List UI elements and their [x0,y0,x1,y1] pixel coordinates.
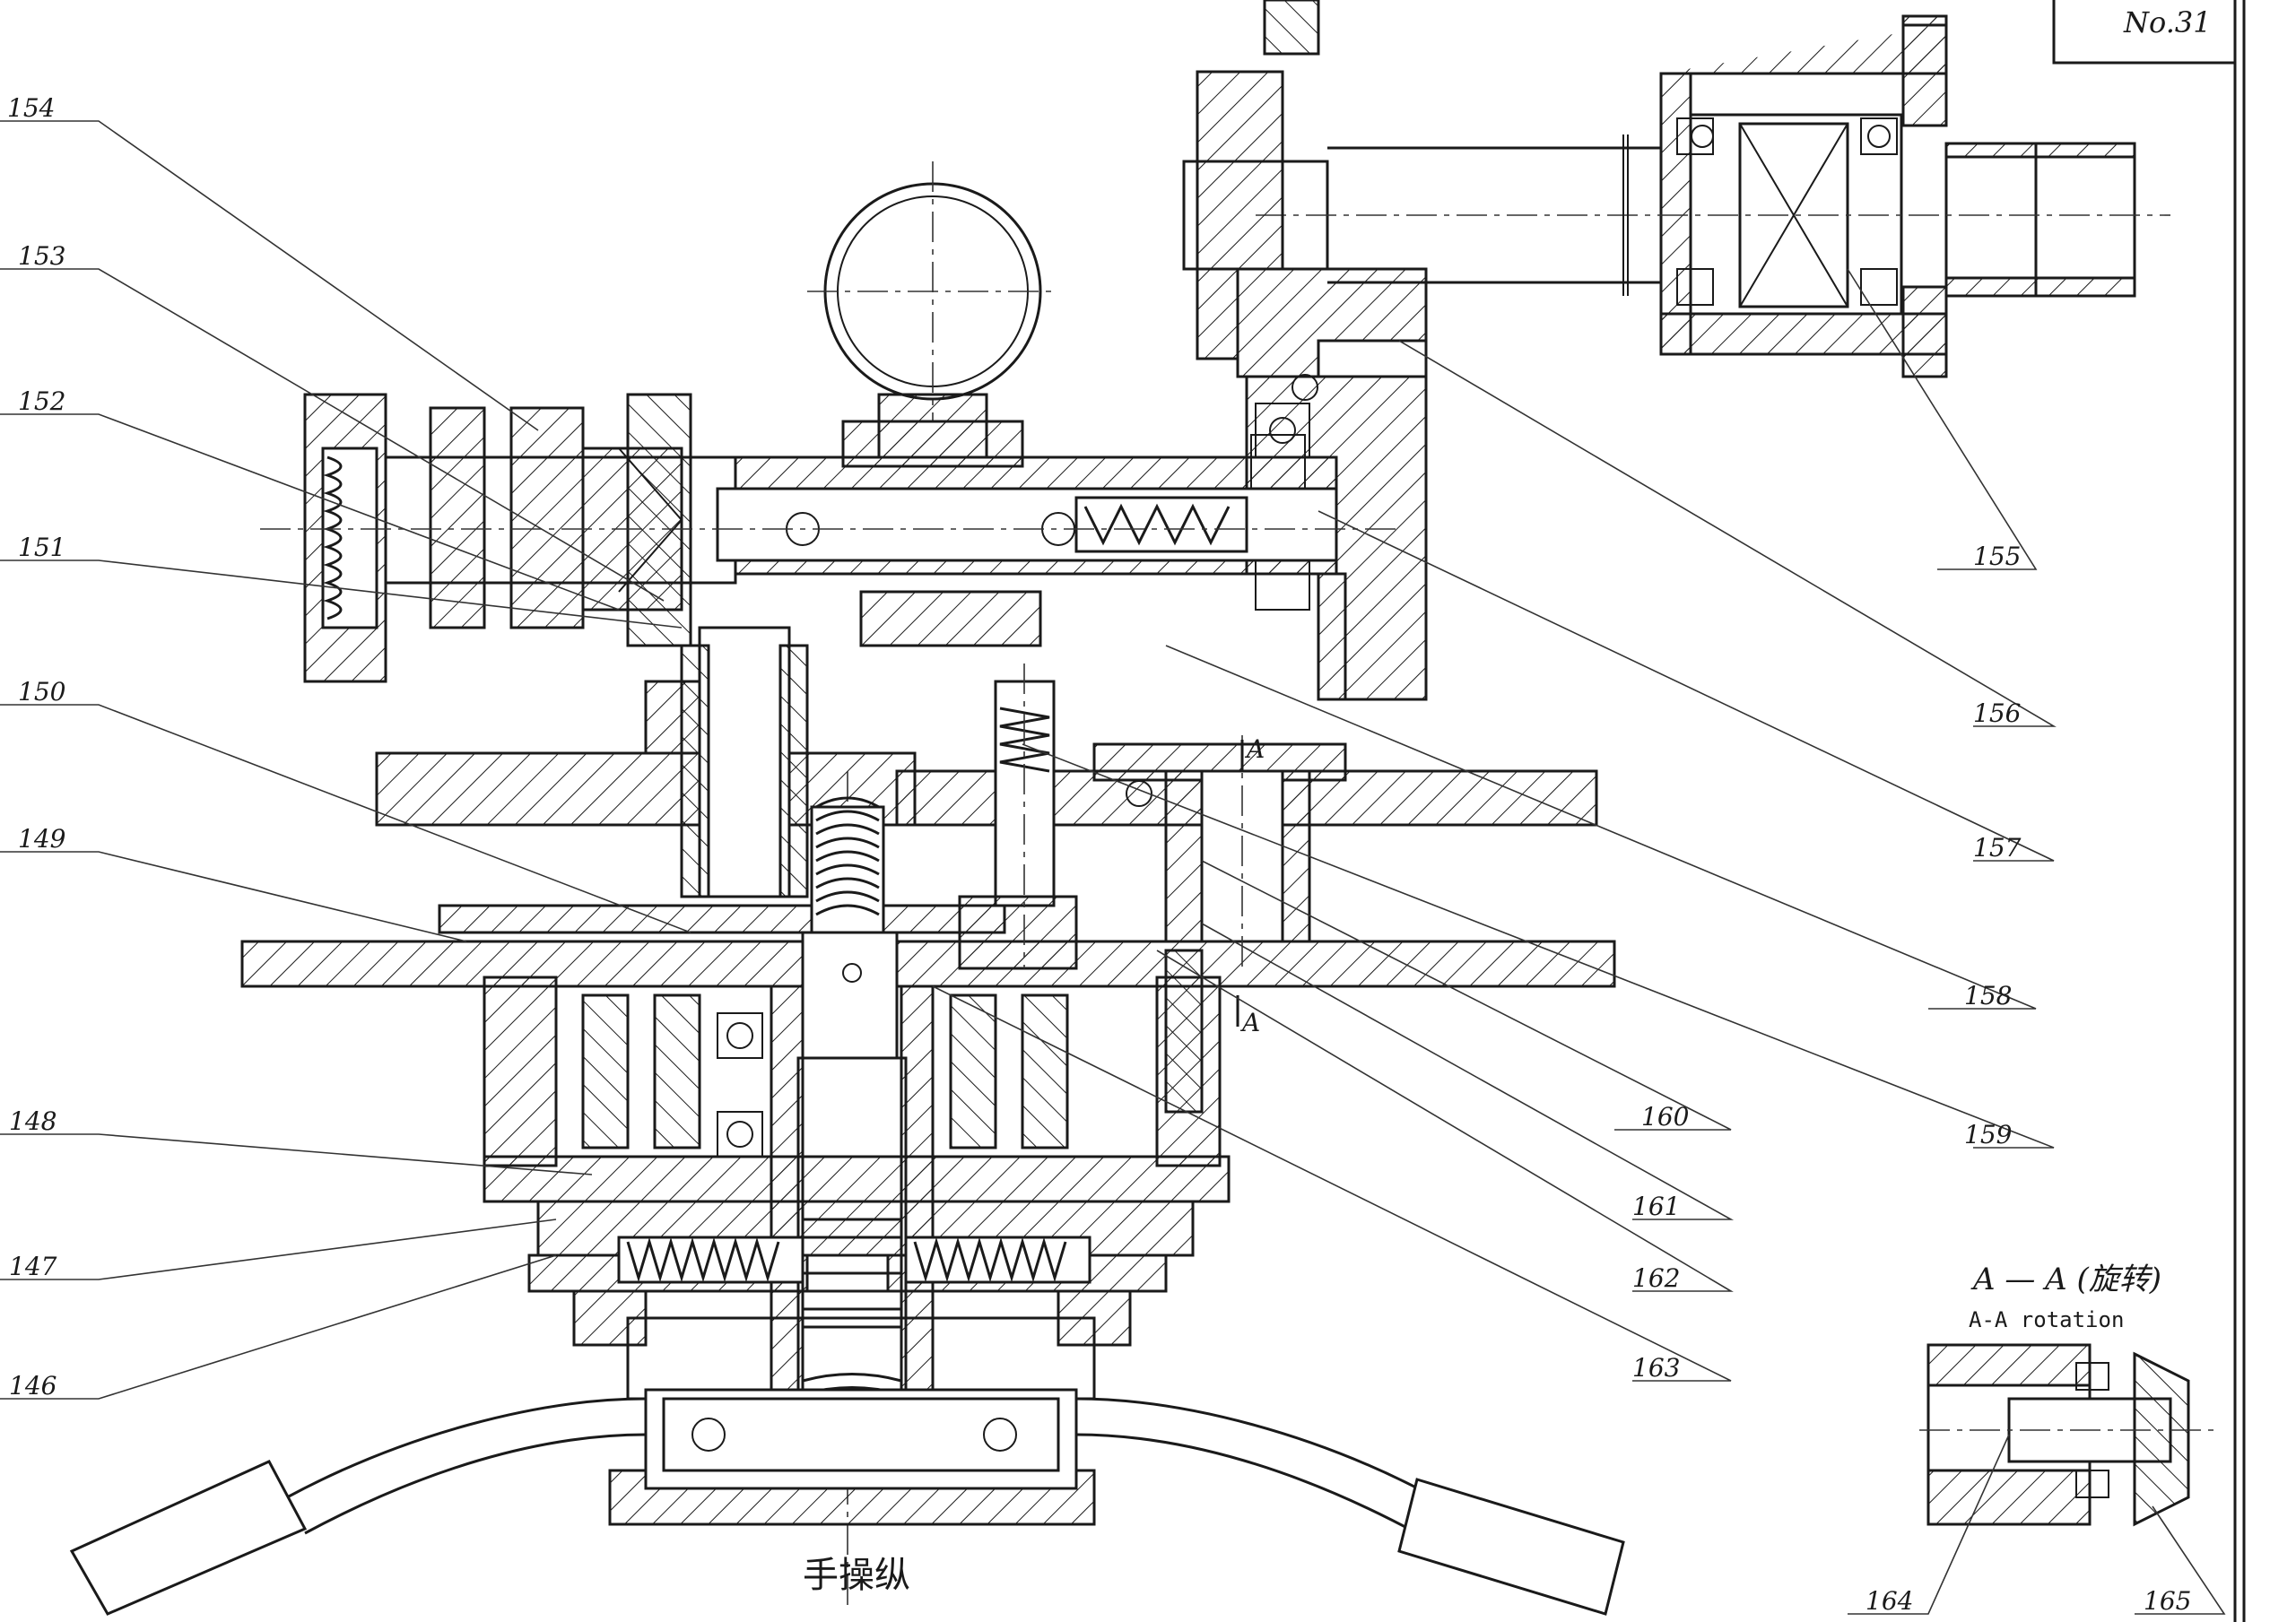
handle-caption: 手操纵 [803,1555,910,1596]
callout-157: 157 [1973,833,2022,863]
section-aa-detail [1919,1343,2215,1527]
section-title: A — A (旋转) [1970,1262,2161,1297]
callout-148: 148 [9,1106,57,1136]
section-markers [1236,740,1244,1027]
middle-plate [240,626,1616,988]
callout-156: 156 [1973,698,2021,728]
sheet-frame [2052,0,2246,1622]
callout-149: 149 [18,824,65,854]
leader-lines [0,120,2226,1615]
top-right-shaft-assembly [1182,14,2170,378]
callout-150: 150 [18,677,65,707]
handle-assembly [69,1388,1625,1616]
callout-158: 158 [1964,981,2012,1010]
callout-164: 164 [1866,1586,1913,1616]
callout-153: 153 [18,241,65,271]
section-marker-top: A [1244,734,1265,764]
callout-146: 146 [9,1371,57,1401]
callout-147: 147 [9,1252,57,1281]
callout-152: 152 [18,386,65,416]
callout-165: 165 [2144,1586,2191,1616]
main-horizontal-shaft [260,393,1399,683]
callout-151: 151 [18,533,65,562]
callout-161: 161 [1632,1192,1680,1221]
top-ring-gear [807,161,1058,647]
callout-160: 160 [1641,1102,1689,1132]
upper-housing [1196,0,1428,701]
callout-162: 162 [1632,1263,1680,1293]
section-subtitle: A-A rotation [1969,1307,2124,1332]
callout-163: 163 [1632,1353,1680,1383]
section-marker-bottom: A [1239,1008,1260,1037]
callout-155: 155 [1973,542,2021,571]
callout-154: 154 [7,93,55,123]
callout-159: 159 [1964,1120,2012,1149]
lower-housing [483,976,1231,1401]
callout-labels: 154 153 152 151 150 149 148 147 146 155 … [7,93,2191,1616]
sheet-number: No.31 [2123,5,2212,39]
